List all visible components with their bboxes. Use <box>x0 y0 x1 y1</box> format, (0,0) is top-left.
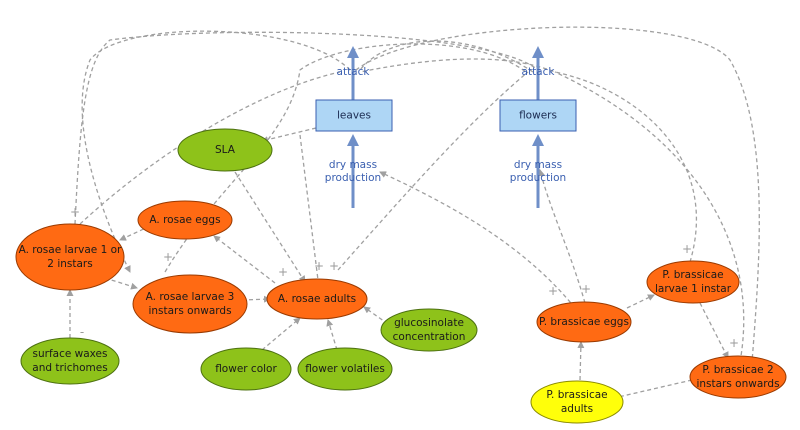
sign-plus-larvae-1: + <box>70 205 80 219</box>
stock-flows <box>347 46 544 208</box>
node-a-rosae-eggs[interactable]: A. rosae eggs <box>137 200 233 240</box>
link-p-brassicae-eggs-to-leaves-production <box>379 171 576 309</box>
link-flower-color-to-adults <box>261 317 301 351</box>
sign-plus-adults-1: + <box>278 265 288 279</box>
link-eggs-to-p-larvae-1 <box>626 294 655 309</box>
link-leaves-attack-to-p-brassicae <box>355 26 760 363</box>
node-glucosinolate-label-2: concentration <box>393 331 466 343</box>
link-p-brassicae-larvae-2-to-flowers-attack <box>554 71 745 363</box>
link-larvae-1-to-larvae-3 <box>104 277 138 290</box>
link-leaves-to-a-rosae-adults <box>299 134 319 281</box>
leaves-production-label-1: dry mass <box>329 159 377 171</box>
sign-plus-p-larvae-1: + <box>682 242 692 256</box>
leaves-attack-label: attack <box>337 66 371 78</box>
flowers-attack-label: attack <box>522 66 556 78</box>
node-surface-waxes-label-2: and trichomes <box>32 362 107 374</box>
link-a-rosae-adults-to-eggs <box>213 235 276 284</box>
link-glucosinolate-to-adults <box>363 306 389 325</box>
node-p-brassicae-larvae-1-label-1: P. brassicae <box>662 269 723 281</box>
node-p-brassicae-larvae-1[interactable]: P. brassicae larvae 1 instar <box>646 260 740 304</box>
link-p-brassicae-larvae-1-to-leaves-attack <box>359 58 697 263</box>
node-a-rosae-larvae-3-label-1: A. rosae larvae 3 <box>146 291 235 303</box>
polarity-signs: + + + + + - + + + + <box>70 205 739 350</box>
node-a-rosae-eggs-label: A. rosae eggs <box>149 214 220 226</box>
node-p-brassicae-adults-label-2: adults <box>561 403 593 415</box>
node-p-brassicae-larvae-2-label-1: P. brassicae 2 <box>702 364 773 376</box>
stock-leaves-label: leaves <box>337 110 371 122</box>
node-surface-waxes[interactable]: surface waxes and trichomes <box>20 337 120 385</box>
sign-plus-adults-2: + <box>314 259 324 273</box>
node-a-rosae-larvae-1-label-1: A. rosae larvae 1 or <box>19 244 122 256</box>
link-p-adults-to-eggs <box>577 341 585 381</box>
node-p-brassicae-larvae-2-label-2: instars onwards <box>696 378 779 390</box>
node-sla[interactable]: SLA <box>177 128 273 172</box>
node-surface-waxes-label-1: surface waxes <box>33 348 108 360</box>
node-p-brassicae-eggs-label: P. brassicae eggs <box>539 316 629 328</box>
node-a-rosae-larvae-3-label-2: instars onwards <box>148 305 231 317</box>
link-leaves-attack-to-p-brassicae-larvae-2 <box>81 30 351 273</box>
sign-plus-adults-3: + <box>329 259 339 273</box>
node-flower-volatiles-label: flower volatiles <box>305 363 385 375</box>
link-p-larvae-1-to-p-larvae-2 <box>699 302 729 359</box>
link-sla-to-a-rosae-adults <box>234 171 306 283</box>
link-a-rosae-larvae-3-to-flowers-attack <box>164 43 527 273</box>
node-a-rosae-adults-label: A. rosae adults <box>278 293 356 305</box>
node-flower-volatiles[interactable]: flower volatiles <box>297 347 393 391</box>
node-a-rosae-larvae-1-label-2: 2 instars <box>47 258 92 270</box>
node-p-brassicae-adults-label-1: P. brassicae <box>546 389 607 401</box>
link-eggs-to-larvae-1 <box>119 225 151 241</box>
node-glucosinolate-label-1: glucosinolate <box>394 317 464 329</box>
sign-plus-p-eggs-1: + <box>548 284 558 298</box>
link-flowers-attack-to-a-rosae <box>74 31 541 225</box>
flowers-production-label-2: production <box>510 172 566 184</box>
node-a-rosae-larvae-1[interactable]: A. rosae larvae 1 or 2 instars <box>15 223 125 291</box>
node-p-brassicae-larvae-1-label-2: larvae 1 instar <box>655 283 732 295</box>
stock-leaves[interactable]: leaves <box>315 99 393 132</box>
flowers-production-label-1: dry mass <box>514 159 562 171</box>
leaves-production-label-2: production <box>325 172 381 184</box>
stock-flowers-label: flowers <box>519 110 557 122</box>
link-flower-volatiles-to-adults <box>326 319 338 351</box>
link-a-rosae-adults-to-flowers-attack <box>337 71 529 271</box>
link-p-larvae-2-to-p-adults <box>613 379 693 401</box>
stock-flowers[interactable]: flowers <box>499 99 577 132</box>
node-a-rosae-adults[interactable]: A. rosae adults <box>266 278 368 320</box>
node-glucosinolate[interactable]: glucosinolate concentration <box>380 308 478 352</box>
node-a-rosae-larvae-3[interactable]: A. rosae larvae 3 instars onwards <box>132 274 248 334</box>
link-leaves-to-sla <box>261 127 317 143</box>
sign-plus-larvae-3: + <box>163 250 173 264</box>
node-flower-color-label: flower color <box>215 363 277 375</box>
sign-plus-p-larvae-2: + <box>729 336 739 350</box>
causal-links <box>66 26 760 401</box>
node-sla-label: SLA <box>215 144 236 156</box>
link-a-rosae-larvae-1-to-leaves-attack <box>79 71 341 225</box>
sign-plus-p-eggs-2: + <box>581 282 591 296</box>
link-flowers-attack-to-p-brassicae <box>359 40 534 73</box>
node-p-brassicae-larvae-2[interactable]: P. brassicae 2 instars onwards <box>689 355 787 399</box>
sign-minus-waxes: - <box>80 325 84 339</box>
link-p-brassicae-eggs-to-flowers-production <box>538 169 586 304</box>
link-larvae-3-to-adults <box>241 295 271 303</box>
node-flower-color[interactable]: flower color <box>200 347 292 391</box>
node-p-brassicae-eggs[interactable]: P. brassicae eggs <box>536 301 632 343</box>
node-p-brassicae-adults[interactable]: P. brassicae adults <box>530 380 624 424</box>
